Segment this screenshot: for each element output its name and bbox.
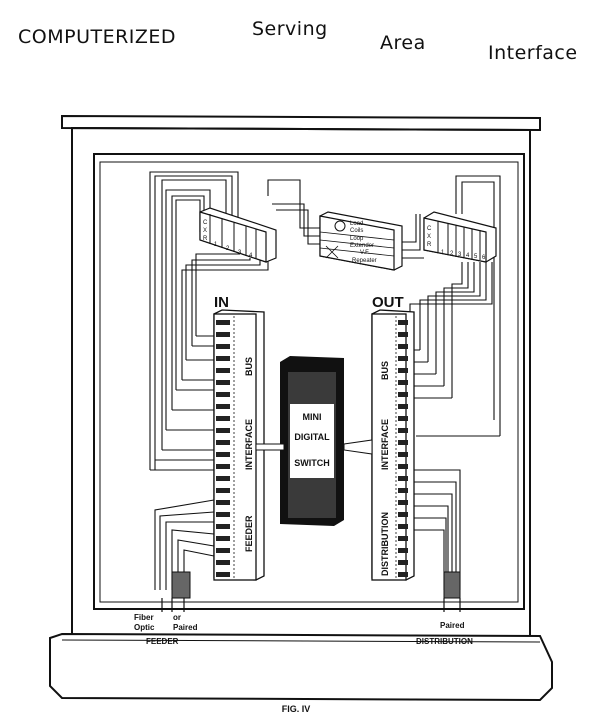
out-terminal: [398, 560, 408, 565]
left-cxr-slot-1: 1: [214, 242, 218, 248]
cables: [161, 571, 461, 612]
out-terminal: [398, 332, 408, 337]
title-word-area: Area: [380, 32, 426, 54]
out-terminal: [398, 356, 408, 361]
in-terminal: [216, 344, 230, 349]
left-cxr-slot-2: 2: [226, 246, 230, 252]
option-module: Load Coils Loop Extender V.F. Repeater: [319, 211, 403, 271]
in-interface-label: INTERFACE: [244, 419, 254, 470]
out-terminal: [398, 548, 408, 553]
left-cxr-module: C X R 1 2 3 4: [199, 207, 277, 263]
option-coils: Coils: [350, 228, 363, 234]
mini-digital-switch: MINI DIGITAL SWITCH: [255, 356, 373, 526]
right-cxr-slot-6: 6: [482, 255, 486, 261]
cabinet: [49, 114, 553, 702]
option-load: Load: [350, 221, 363, 227]
right-cxr-slot-1: 1: [441, 250, 445, 256]
label-or: or: [173, 613, 181, 622]
out-terminal: [398, 344, 408, 349]
in-terminal: [216, 440, 230, 445]
in-terminal: [216, 380, 230, 385]
option-extender: Extender: [350, 243, 374, 249]
in-terminal: [216, 560, 230, 565]
out-terminal: [398, 572, 408, 577]
out-terminal: [398, 488, 408, 493]
in-terminal: [216, 548, 230, 553]
switch-line-1: MINI: [303, 412, 322, 422]
label-paired-distribution: Paired: [440, 621, 465, 630]
in-terminal: [216, 572, 230, 577]
left-cxr-slot-4: 4: [249, 253, 253, 259]
in-terminal: [216, 500, 230, 505]
label-distribution: DISTRIBUTION: [416, 637, 473, 646]
right-cxr-slot-5: 5: [474, 254, 478, 260]
out-terminal: [398, 428, 408, 433]
in-terminal: [216, 404, 230, 409]
in-terminal: [216, 392, 230, 397]
out-terminal: [398, 500, 408, 505]
in-terminal: [216, 476, 230, 481]
in-terminal: [216, 332, 230, 337]
in-terminal: [216, 524, 230, 529]
out-terminal: [398, 476, 408, 481]
out-bus-label: BUS: [380, 361, 390, 380]
title-word-computerized: COMPUTERIZED: [18, 26, 177, 48]
out-terminal: [398, 404, 408, 409]
switch-line-3: SWITCH: [294, 458, 330, 468]
in-bus-label: BUS: [244, 357, 254, 376]
label-fiber: Fiber: [134, 613, 154, 622]
option-repeater: Repeater: [352, 258, 377, 264]
in-label: IN: [214, 294, 229, 311]
left-cxr-c: C: [203, 220, 208, 226]
in-terminal: [216, 320, 230, 325]
right-cxr-x: X: [427, 234, 431, 240]
out-label: OUT: [372, 294, 404, 311]
out-terminal: [398, 440, 408, 445]
right-cxr-slot-2: 2: [450, 251, 454, 257]
in-terminal: [216, 416, 230, 421]
out-terminal: [398, 536, 408, 541]
out-terminal: [398, 320, 408, 325]
out-terminal: [398, 416, 408, 421]
right-cxr-slot-4: 4: [466, 253, 470, 259]
label-optic: Optic: [134, 623, 155, 632]
out-interface-label: INTERFACE: [380, 419, 390, 470]
out-terminal: [398, 368, 408, 373]
option-loop: Loop: [350, 236, 364, 242]
left-cxr-x: X: [203, 228, 207, 234]
in-terminal: [216, 428, 230, 433]
right-cxr-r: R: [427, 242, 432, 248]
title-word-interface: Interface: [488, 42, 578, 64]
out-terminal: [398, 464, 408, 469]
label-paired-feeder: Paired: [173, 623, 198, 632]
left-cxr-r: R: [203, 236, 208, 242]
title-word-serving: Serving: [252, 18, 328, 40]
out-terminal: [398, 452, 408, 457]
figure-caption: FIG. IV: [282, 704, 311, 714]
bottom-labels: Fiber Optic or Paired FEEDER Paired DIST…: [134, 613, 473, 646]
in-terminal: [216, 452, 230, 457]
right-cxr-module: C X R 1 2 3 4 5 6: [423, 211, 497, 263]
in-terminal: [216, 464, 230, 469]
in-terminal: [216, 488, 230, 493]
in-terminal: [216, 356, 230, 361]
out-terminal: [398, 392, 408, 397]
in-feeder-label: FEEDER: [244, 515, 254, 552]
out-terminal: [398, 512, 408, 517]
in-terminal: [216, 536, 230, 541]
in-terminal: [216, 512, 230, 517]
right-cxr-slot-3: 3: [458, 252, 462, 258]
out-terminal: [398, 524, 408, 529]
right-cxr-c: C: [427, 226, 432, 232]
out-distribution-label: DISTRIBUTION: [380, 512, 390, 576]
left-cxr-slot-3: 3: [238, 250, 242, 256]
label-feeder: FEEDER: [146, 637, 179, 646]
bus-terminals: [216, 320, 408, 577]
right-wiring: [398, 175, 501, 590]
in-terminal: [216, 368, 230, 373]
switch-line-2: DIGITAL: [294, 432, 330, 442]
out-terminal: [398, 380, 408, 385]
option-vf: V.F.: [360, 250, 370, 256]
